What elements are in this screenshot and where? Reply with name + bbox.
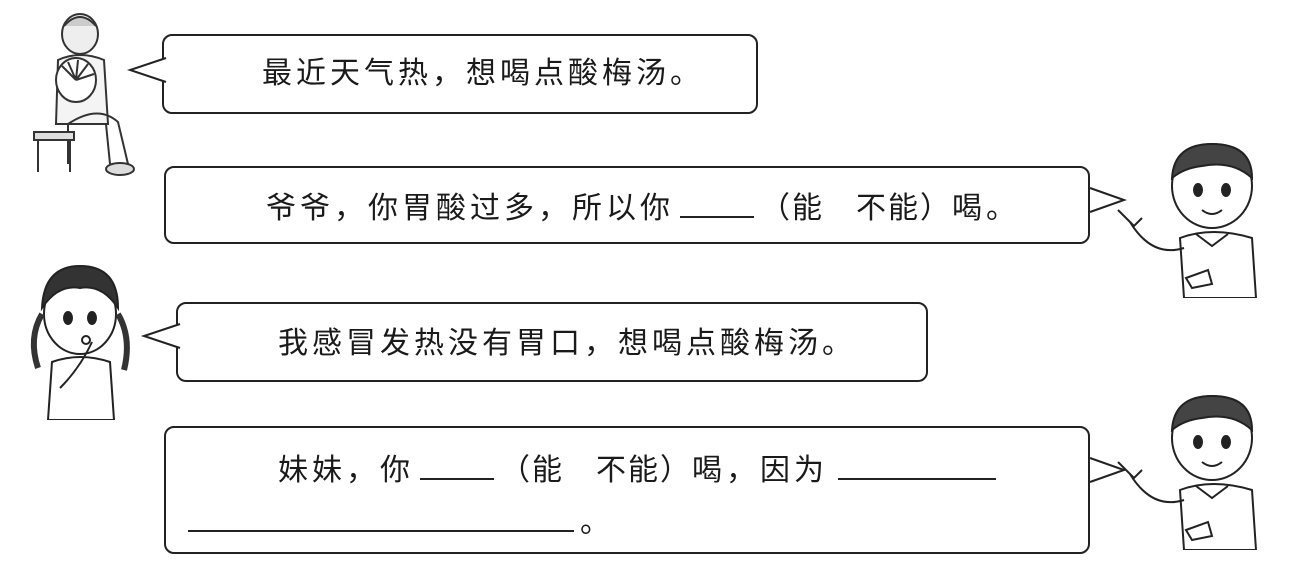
boy-illustration-2: [1117, 394, 1258, 550]
line-2-text-before: 爷爷，你胃酸过多，所以你: [266, 191, 674, 226]
dialogue-line-4: 妹妹，你 （能 不能）喝，因为: [278, 448, 1002, 491]
choice-options-2: （能 不能）: [500, 453, 692, 488]
grandpa-illustration: [33, 13, 135, 176]
choice-options-1: （能 不能）: [760, 191, 952, 226]
answer-blank-2[interactable]: [420, 448, 494, 480]
reason-blank-2[interactable]: [188, 500, 574, 532]
line-4-text-end: 。: [580, 505, 614, 540]
boy-illustration-1: [1117, 142, 1258, 298]
bubble-tail: [140, 323, 181, 349]
dialogue-line-1: 最近天气热，想喝点酸梅汤。: [262, 56, 704, 91]
girl-illustration: [30, 264, 130, 420]
line-4-text-mid: 喝，因为: [692, 453, 828, 488]
speech-bubble-boy-1: 爷爷，你胃酸过多，所以你 （能 不能）喝。: [164, 166, 1128, 244]
dialogue-line-3: 我感冒发热没有胃口，想喝点酸梅汤。: [278, 326, 856, 361]
speech-bubble-grandpa: 最近天气热，想喝点酸梅汤。: [126, 34, 758, 114]
line-4-text-before: 妹妹，你: [278, 453, 414, 488]
dialogue-line-2: 爷爷，你胃酸过多，所以你 （能 不能）喝。: [266, 186, 1020, 229]
bubble-tail: [1089, 457, 1128, 483]
line-2-text-after: 喝。: [952, 191, 1020, 226]
dialogue-line-4-continued: 。: [188, 500, 614, 543]
bubble-tail: [126, 57, 167, 83]
bubble-tail: [1089, 187, 1128, 213]
answer-blank-1[interactable]: [680, 186, 754, 218]
reason-blank-1[interactable]: [838, 448, 996, 480]
speech-bubble-boy-2: 妹妹，你 （能 不能）喝，因为 。: [164, 426, 1128, 554]
speech-bubble-girl: 我感冒发热没有胃口，想喝点酸梅汤。: [140, 302, 928, 382]
